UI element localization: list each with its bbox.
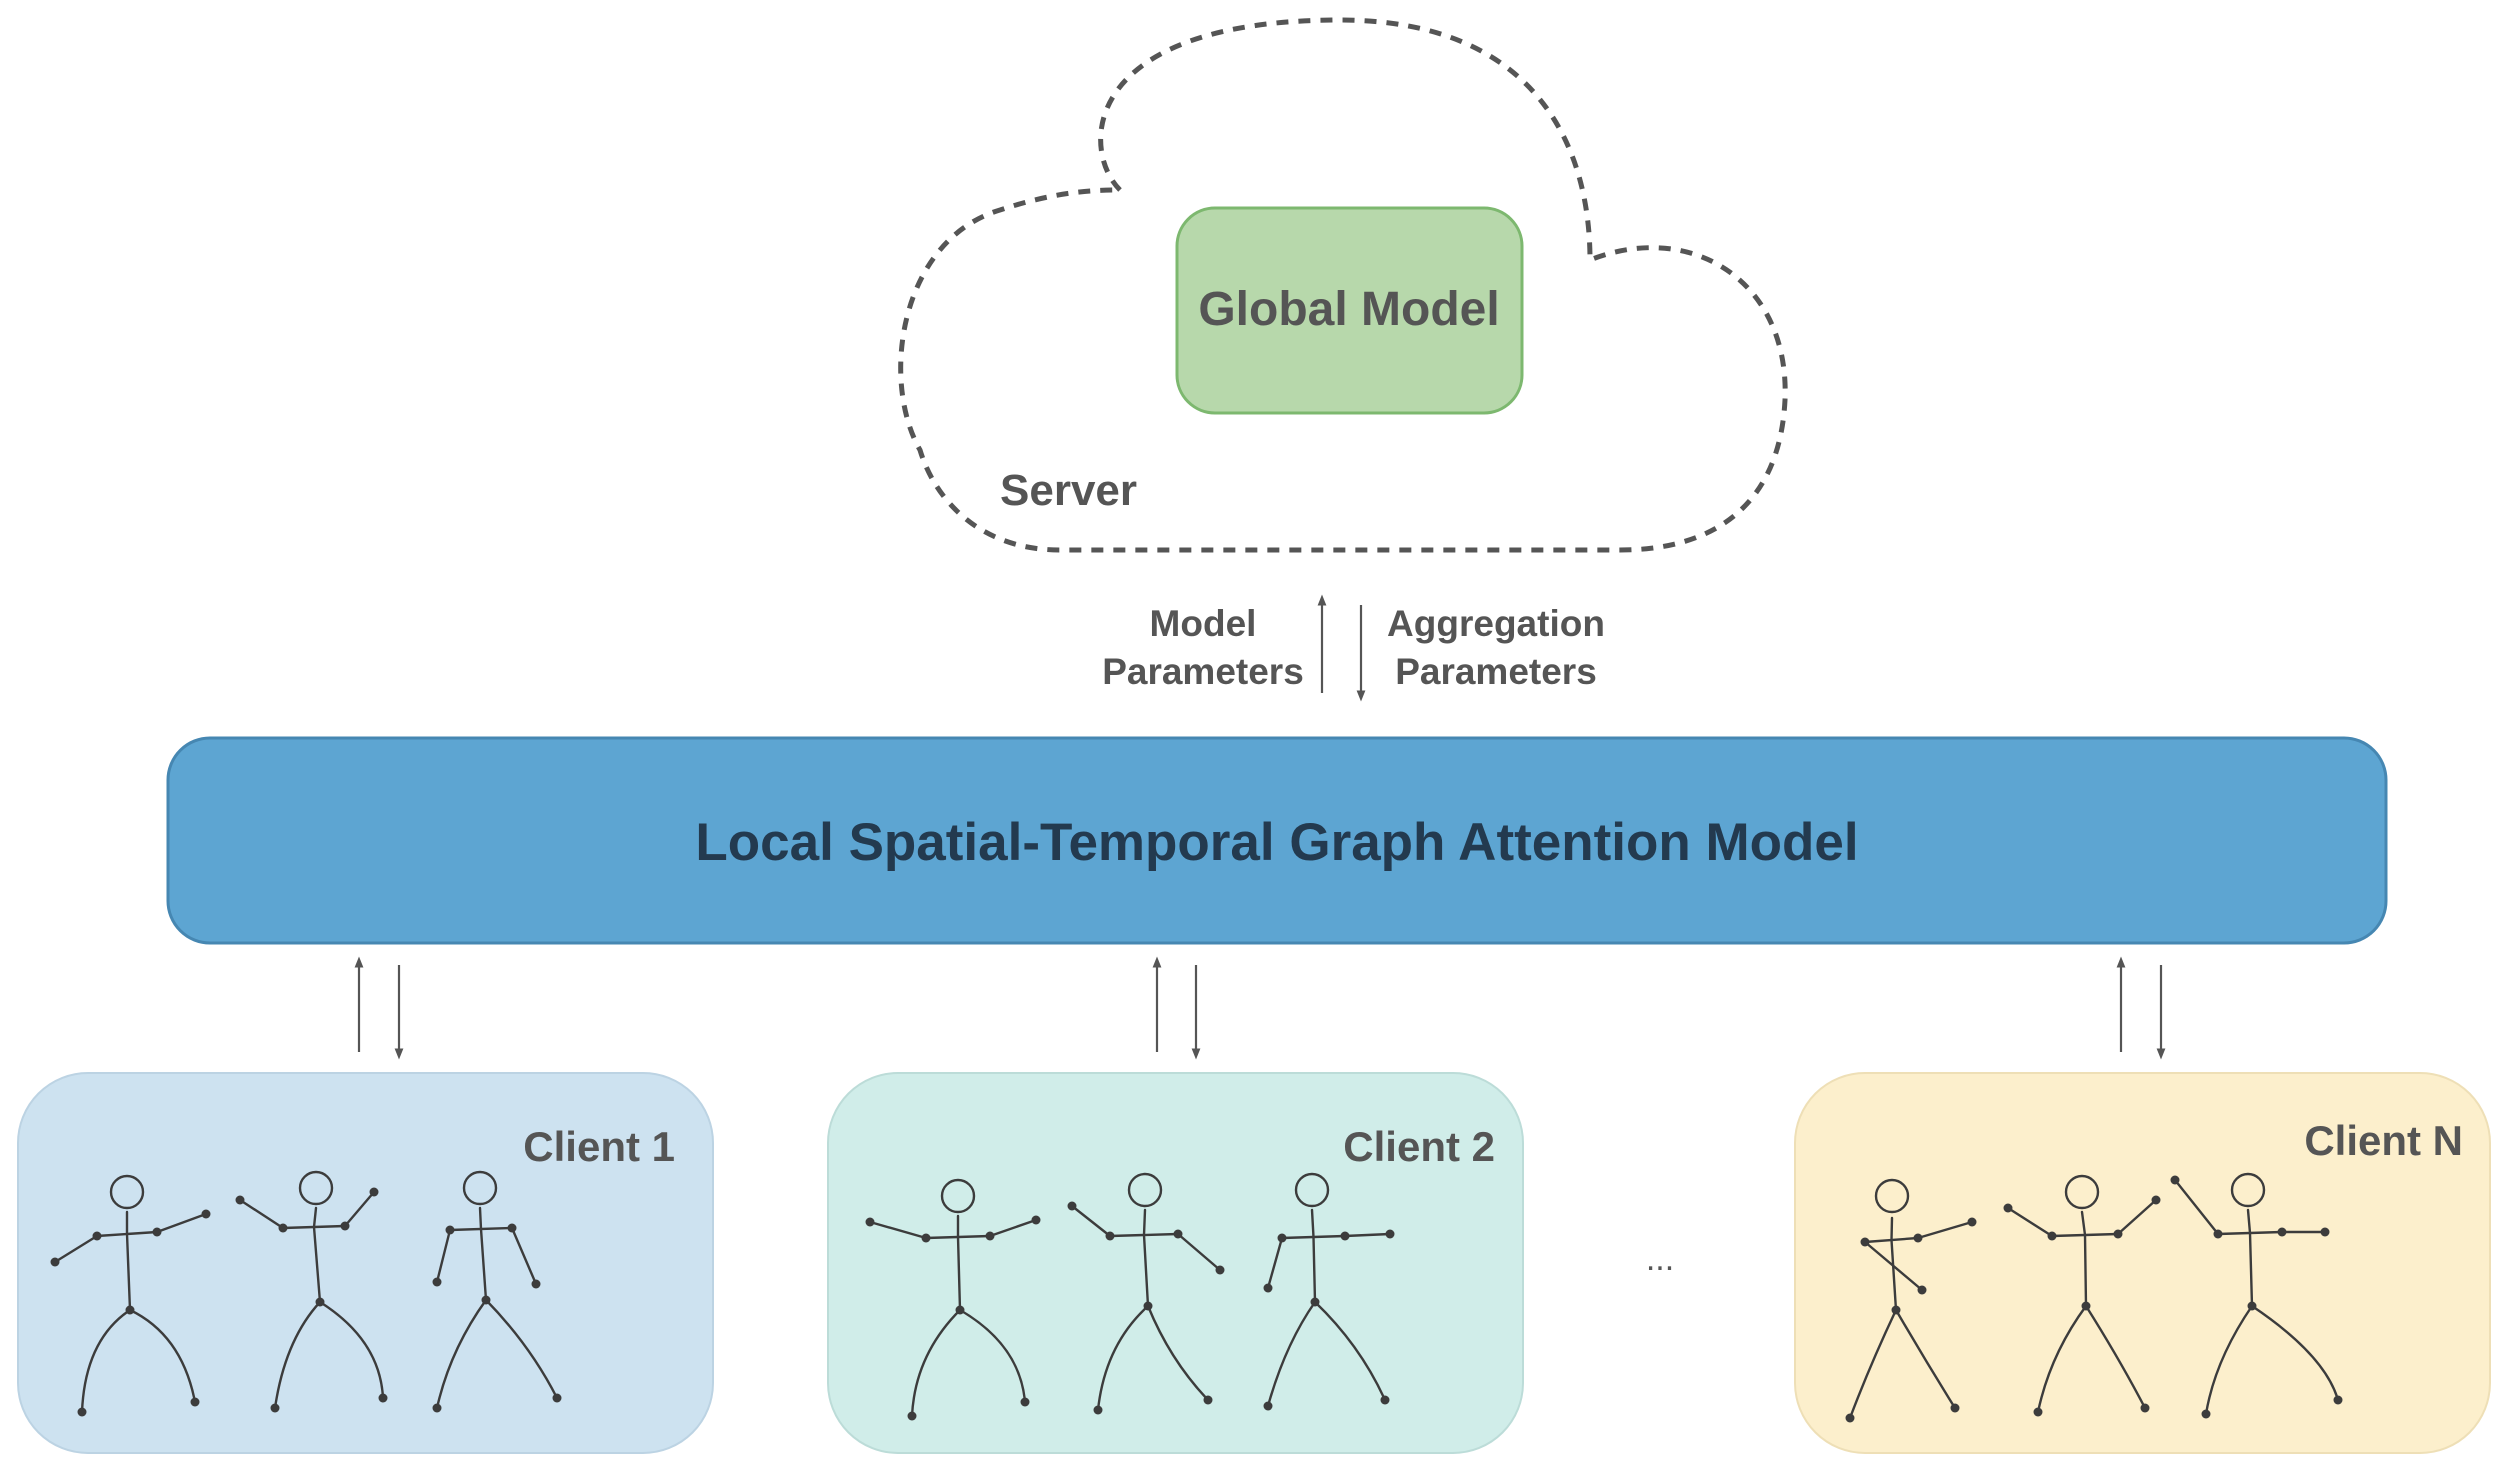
client-n-box [1794, 1072, 2491, 1454]
stick-figure [432, 1170, 562, 1413]
client-1-arrows [354, 956, 404, 1060]
client-2-label: Client 2 [1343, 1123, 1495, 1170]
pose-figures [50, 1170, 2343, 1423]
stick-figure [1845, 1178, 1977, 1423]
local-model-label: Local Spatial-Temporal Graph Attention M… [695, 813, 1858, 872]
stick-figure [1067, 1172, 1225, 1415]
download-label-line1: Aggregation [1387, 603, 1605, 644]
upload-label-line2: Parameters [1102, 651, 1304, 692]
client-n-arrows [2116, 956, 2166, 1060]
upload-label-line1: Model [1150, 603, 1257, 644]
client-1-box [17, 1072, 714, 1454]
ellipsis-label: ... [1646, 1240, 1674, 1278]
client-n-label: Client N [2304, 1117, 2463, 1164]
client-1-label: Client 1 [523, 1123, 675, 1170]
client-2-arrows [1152, 956, 1201, 1060]
local-model-box [166, 736, 2388, 945]
download-label-line2: Parameters [1395, 651, 1597, 692]
stick-figure [235, 1170, 388, 1413]
server-label: Server [1000, 466, 1137, 515]
stick-figure [2003, 1174, 2161, 1417]
stick-figure [50, 1174, 211, 1417]
client-2-box [827, 1072, 1524, 1454]
stick-figure [1263, 1172, 1395, 1411]
global-model-box [1175, 206, 1524, 415]
stick-figure [2170, 1172, 2343, 1419]
stick-figure [865, 1178, 1041, 1421]
global-model-label: Global Model [1198, 283, 1499, 336]
